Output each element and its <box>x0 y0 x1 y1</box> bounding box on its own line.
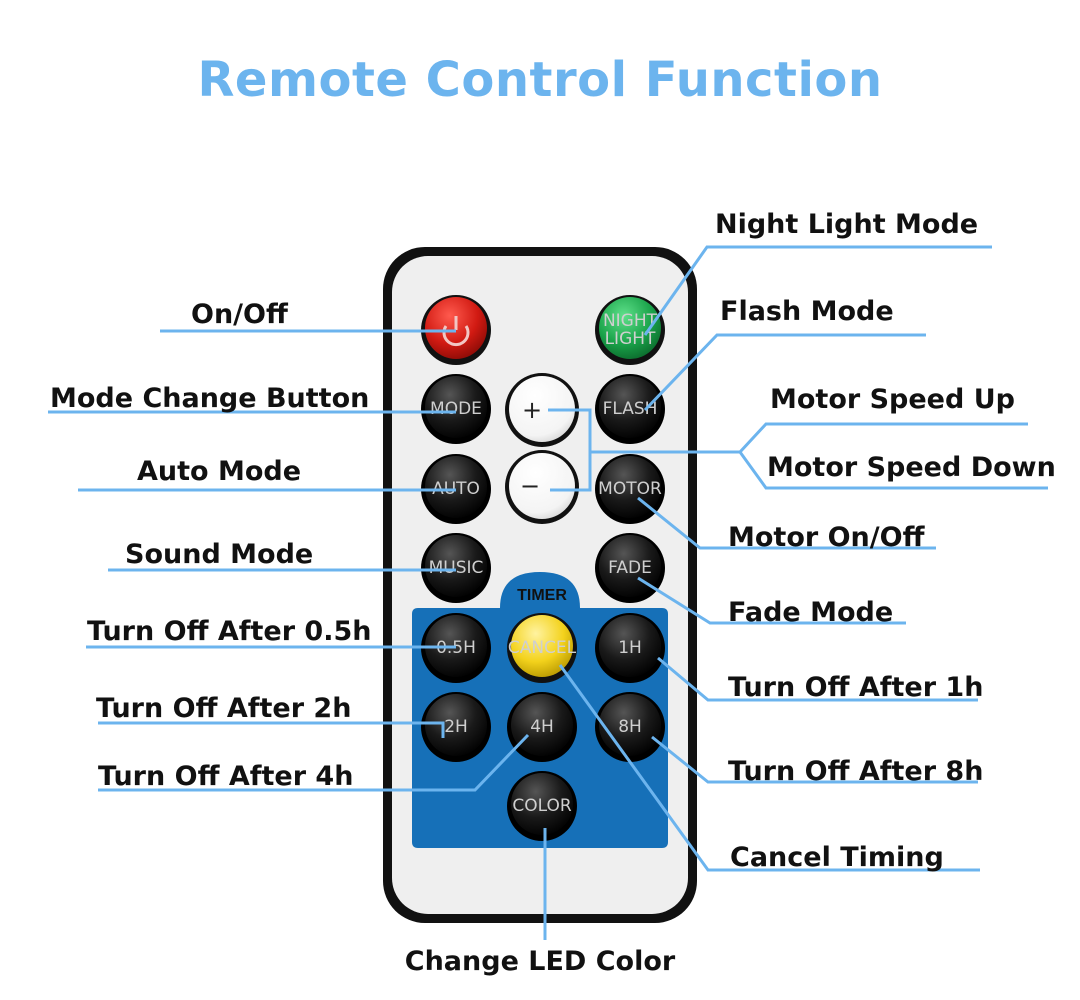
flash-button-label: FLASH <box>603 399 658 419</box>
callout-off-2h: Turn Off After 2h <box>96 693 351 724</box>
cancel-button-label: CANCEL <box>508 638 577 658</box>
timer-2h-button-label: 2H <box>444 717 468 737</box>
callout-cancel-timing: Cancel Timing <box>730 842 944 873</box>
callout-off-1h: Turn Off After 1h <box>728 672 983 703</box>
timer-label: TIMER <box>517 587 567 604</box>
callout-lines <box>48 245 1048 940</box>
timer-2h-button[interactable]: 2H <box>421 692 491 762</box>
page-title: Remote Control Function <box>197 52 883 108</box>
color-button-label: COLOR <box>512 796 571 816</box>
callout-sound-mode: Sound Mode <box>125 539 313 570</box>
power-button[interactable] <box>421 295 491 365</box>
callout-off-4h: Turn Off After 4h <box>98 761 353 792</box>
timer-8h-button-label: 8H <box>618 717 642 737</box>
night-light-button-label-1: NIGHT <box>603 311 658 331</box>
callout-night-light: Night Light Mode <box>715 209 978 240</box>
timer-4h-button[interactable]: 4H <box>507 692 577 762</box>
flash-button[interactable]: FLASH <box>595 374 665 444</box>
plus-button-label: + <box>522 396 542 424</box>
callout-off-05h: Turn Off After 0.5h <box>87 616 371 647</box>
night-light-button-label-2: LIGHT <box>605 329 656 349</box>
fade-button[interactable]: FADE <box>595 533 665 603</box>
motor-button-label: MOTOR <box>598 479 662 499</box>
timer-4h-button-label: 4H <box>530 717 554 737</box>
callout-mode-change: Mode Change Button <box>50 383 369 414</box>
music-button-label: MUSIC <box>429 558 484 578</box>
music-button[interactable]: MUSIC <box>421 533 491 603</box>
auto-button[interactable]: AUTO <box>421 454 491 524</box>
callout-off-8h: Turn Off After 8h <box>728 756 983 787</box>
night-light-button[interactable]: NIGHT LIGHT <box>595 295 665 365</box>
callout-fade-mode: Fade Mode <box>728 597 893 628</box>
color-button[interactable]: COLOR <box>507 771 577 841</box>
timer-1h-button[interactable]: 1H <box>595 613 665 683</box>
callout-speed-down: Motor Speed Down <box>767 452 1056 483</box>
plus-button[interactable]: + <box>505 373 579 447</box>
callout-speed-up: Motor Speed Up <box>770 384 1015 415</box>
mode-button-label: MODE <box>430 399 482 419</box>
callout-motor-on-off: Motor On/Off <box>728 522 926 553</box>
callout-auto-mode: Auto Mode <box>137 456 301 487</box>
callout-flash-mode: Flash Mode <box>720 296 894 327</box>
timer-1h-button-label: 1H <box>618 638 642 658</box>
mode-button[interactable]: MODE <box>421 374 491 444</box>
minus-button[interactable]: − <box>505 450 579 524</box>
motor-button[interactable]: MOTOR <box>595 454 665 524</box>
minus-button-label: − <box>520 472 540 500</box>
fade-button-label: FADE <box>608 558 652 578</box>
callout-on-off: On/Off <box>191 299 289 330</box>
callout-change-color: Change LED Color <box>405 946 676 977</box>
